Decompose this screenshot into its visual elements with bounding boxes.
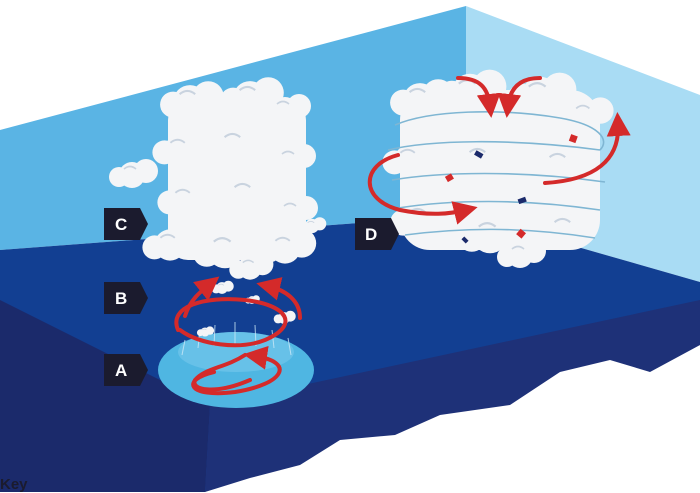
label-c-text: C (115, 215, 127, 234)
label-b-text: B (115, 289, 127, 308)
label-a: A (104, 354, 148, 386)
key-heading: Key (0, 476, 28, 493)
ocean-front (0, 300, 210, 492)
ocean-right-face (205, 300, 700, 492)
rising-air-spiral (174, 276, 302, 396)
label-b: B (104, 282, 148, 314)
label-c: C (104, 208, 148, 240)
label-d-text: D (365, 225, 377, 244)
label-d: D (355, 218, 399, 250)
label-a-text: A (115, 361, 127, 380)
cyclone-cloud-d (381, 68, 615, 269)
cyclone-wind-arrows (367, 76, 631, 225)
cloud-tower-c (108, 76, 327, 281)
